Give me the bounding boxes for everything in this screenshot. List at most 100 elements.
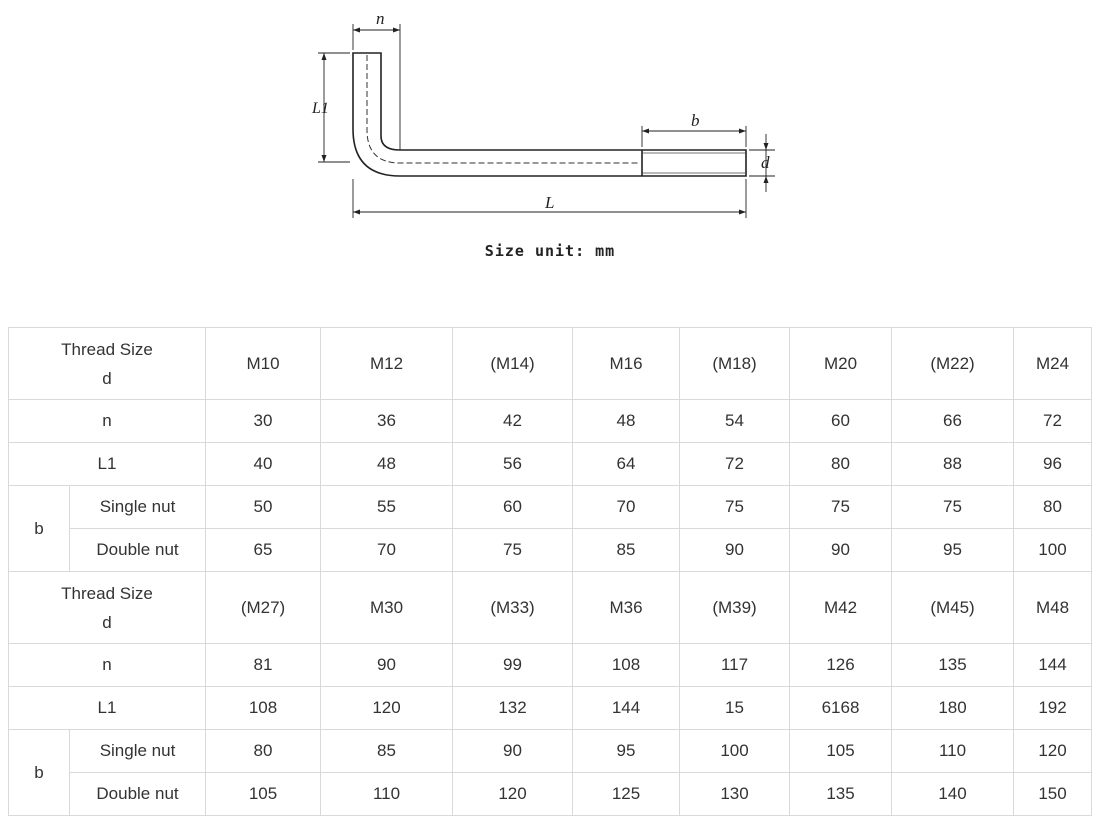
thread-lines xyxy=(642,152,746,174)
thread-size-header: Thread Size d xyxy=(7,327,207,400)
thread-size-cell: (M14) xyxy=(452,327,574,400)
thread-size-symbol: d xyxy=(102,368,112,388)
label-b: b xyxy=(691,111,700,130)
n-cell: 30 xyxy=(205,399,322,443)
b-double-cell: 70 xyxy=(320,528,454,572)
b-double-cell: 120 xyxy=(452,772,574,816)
b-double-cell: 150 xyxy=(1013,772,1093,816)
l1-cell: 64 xyxy=(572,442,681,486)
thread-size-cell: M12 xyxy=(320,327,454,400)
thread-size-cell: M16 xyxy=(572,327,681,400)
thread-size-cell: M48 xyxy=(1013,571,1093,644)
n-cell: 99 xyxy=(452,643,574,687)
b-double-cell: 90 xyxy=(679,528,791,572)
l1-label: L1 xyxy=(7,442,207,486)
n-cell: 66 xyxy=(891,399,1015,443)
n-cell: 60 xyxy=(789,399,893,443)
b-double-cell: 95 xyxy=(891,528,1015,572)
n-cell: 72 xyxy=(1013,399,1093,443)
l1-cell: 180 xyxy=(891,686,1015,730)
b-single-cell: 80 xyxy=(205,729,322,773)
n-label: n xyxy=(7,399,207,443)
n-cell: 54 xyxy=(679,399,791,443)
l1-cell: 108 xyxy=(205,686,322,730)
l-bolt-drawing: n L1 b d L xyxy=(311,9,775,218)
b-single-cell: 80 xyxy=(1013,485,1093,529)
n-cell: 48 xyxy=(572,399,681,443)
b-single-cell: 100 xyxy=(679,729,791,773)
n-cell: 144 xyxy=(1013,643,1093,687)
b-single-cell: 75 xyxy=(891,485,1015,529)
b-single-cell: 75 xyxy=(789,485,893,529)
l1-cell: 72 xyxy=(679,442,791,486)
thread-size-cell: M20 xyxy=(789,327,893,400)
b-single-cell: 60 xyxy=(452,485,574,529)
thread-size-symbol: d xyxy=(102,612,112,632)
b-double-cell: 65 xyxy=(205,528,322,572)
l1-cell: 144 xyxy=(572,686,681,730)
b-double-cell: 90 xyxy=(789,528,893,572)
b-double-cell: 75 xyxy=(452,528,574,572)
b-single-cell: 95 xyxy=(572,729,681,773)
thread-size-cell: (M45) xyxy=(891,571,1015,644)
centerline xyxy=(366,55,640,164)
n-label: n xyxy=(7,643,207,687)
thread-size-cell: M10 xyxy=(205,327,322,400)
n-cell: 36 xyxy=(320,399,454,443)
l1-cell: 88 xyxy=(891,442,1015,486)
n-cell: 81 xyxy=(205,643,322,687)
b-double-cell: 85 xyxy=(572,528,681,572)
n-cell: 126 xyxy=(789,643,893,687)
b-label: b xyxy=(8,485,70,572)
l1-cell: 96 xyxy=(1013,442,1093,486)
b-single-cell: 85 xyxy=(320,729,454,773)
b-double-cell: 125 xyxy=(572,772,681,816)
l1-cell: 56 xyxy=(452,442,574,486)
label-l: L xyxy=(544,193,554,212)
b-single-cell: 70 xyxy=(572,485,681,529)
double-nut-label: Double nut xyxy=(68,772,207,816)
thread-size-cell: (M39) xyxy=(679,571,791,644)
l1-cell: 120 xyxy=(320,686,454,730)
b-double-cell: 110 xyxy=(320,772,454,816)
b-double-cell: 130 xyxy=(679,772,791,816)
n-cell: 135 xyxy=(891,643,1015,687)
b-single-cell: 120 xyxy=(1013,729,1093,773)
b-double-cell: 140 xyxy=(891,772,1015,816)
b-single-cell: 55 xyxy=(320,485,454,529)
double-nut-label: Double nut xyxy=(68,528,207,572)
thread-size-cell: M42 xyxy=(789,571,893,644)
thread-size-header: Thread Size d xyxy=(7,571,207,644)
l1-cell: 80 xyxy=(789,442,893,486)
l1-cell: 192 xyxy=(1013,686,1093,730)
b-single-cell: 105 xyxy=(789,729,893,773)
b-label: b xyxy=(8,729,70,816)
b-single-cell: 90 xyxy=(452,729,574,773)
n-cell: 90 xyxy=(320,643,454,687)
l1-cell: 132 xyxy=(452,686,574,730)
l1-cell: 40 xyxy=(205,442,322,486)
l1-cell: 48 xyxy=(320,442,454,486)
b-double-cell: 100 xyxy=(1013,528,1093,572)
b-single-cell: 110 xyxy=(891,729,1015,773)
bolt-outline xyxy=(352,52,747,177)
thread-size-cell: M24 xyxy=(1013,327,1093,400)
thread-size-label: Thread Size xyxy=(61,339,153,359)
l1-cell: 15 xyxy=(679,686,791,730)
size-unit-note: Size unit: mm xyxy=(484,242,616,260)
thread-size-label: Thread Size xyxy=(61,583,153,603)
l1-cell: 6168 xyxy=(789,686,893,730)
thread-size-cell: M36 xyxy=(572,571,681,644)
b-double-cell: 105 xyxy=(205,772,322,816)
label-d: d xyxy=(761,153,770,172)
n-cell: 108 xyxy=(572,643,681,687)
